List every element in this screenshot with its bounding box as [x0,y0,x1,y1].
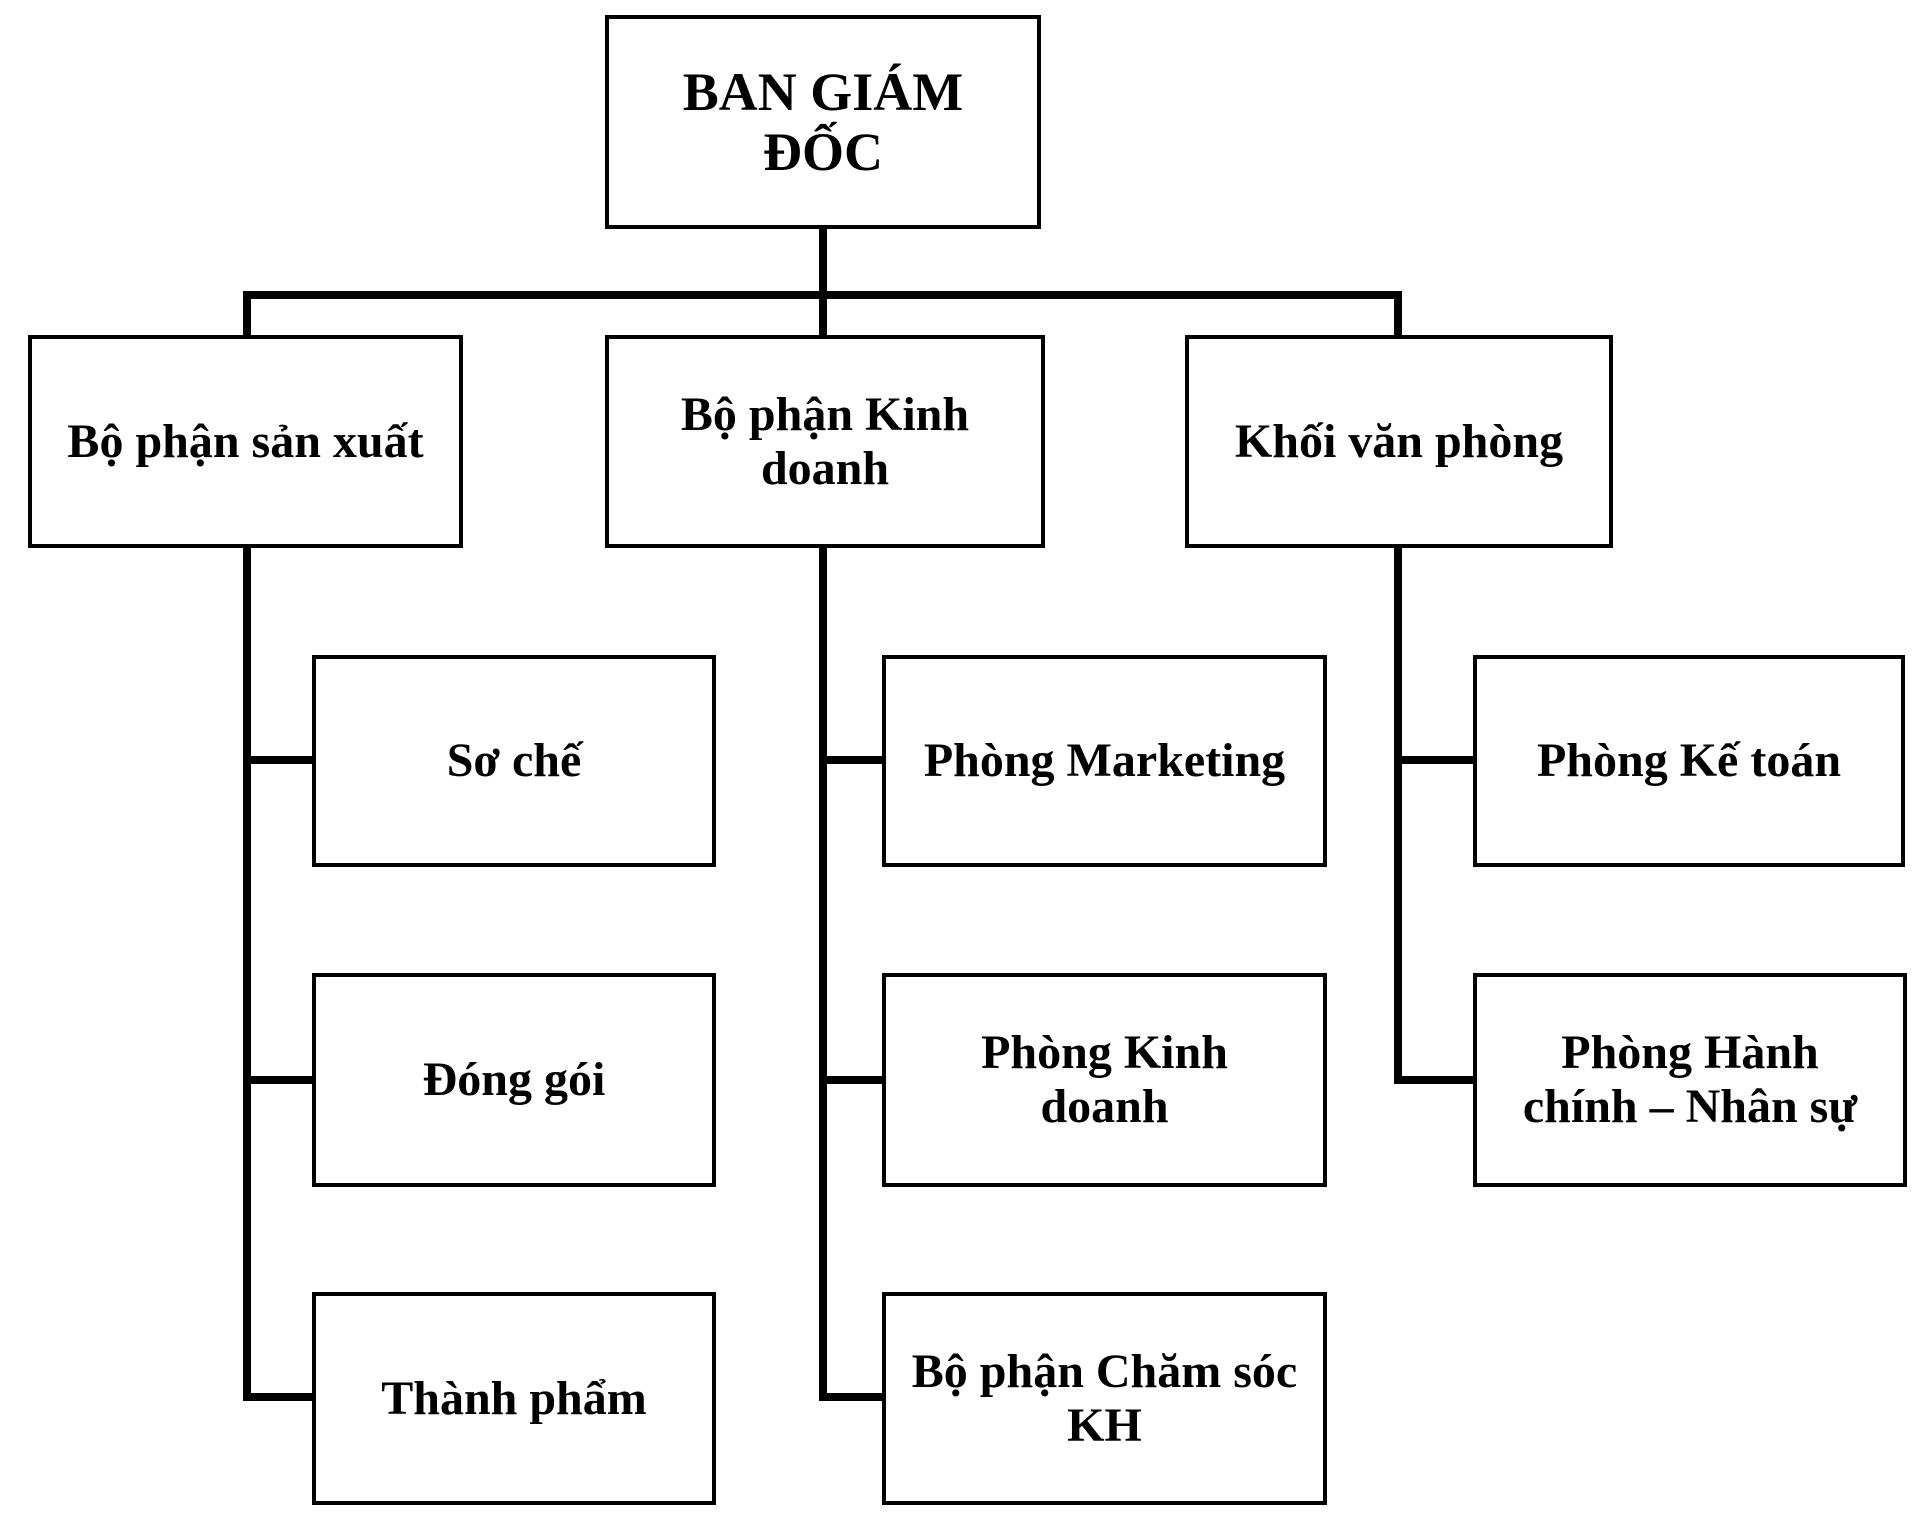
connector-horizontal-bus [243,291,1402,299]
org-node-phong-hanh-chinh-nhan-su: Phòng Hành chính – Nhân sự [1473,973,1907,1187]
org-node-label: Phòng Kinh doanh [981,1026,1228,1133]
org-node-label: Khối văn phòng [1234,414,1564,468]
org-node-khoi-van-phong: Khối văn phòng [1185,335,1613,548]
org-node-bo-phan-san-xuat: Bộ phận sản xuất [28,335,463,548]
org-node-thanh-pham: Thành phẩm [312,1292,716,1505]
org-node-label: Sơ chế [446,734,582,788]
connector-trunk-business [819,548,827,1401]
org-node-bo-phan-kinh-doanh: Bộ phận Kinh doanh [605,335,1045,548]
org-node-label: Bộ phận Kinh doanh [680,387,970,495]
org-node-label: Thành phẩm [381,1371,647,1425]
connector-elbow-ketoan [1394,756,1473,764]
connector-elbow-kinhdoanh [819,1076,882,1084]
org-node-phong-marketing: Phòng Marketing [882,655,1327,867]
org-node-dong-goi: Đóng gói [312,973,716,1187]
connector-drop-office [1394,291,1402,335]
org-node-label: Đóng gói [422,1053,606,1107]
org-node-cham-soc-kh: Bộ phận Chăm sóc KH [882,1292,1327,1505]
org-node-label: Phòng Marketing [923,734,1286,788]
connector-trunk-production [243,548,251,1401]
org-node-label: Phòng Hành chính – Nhân sự [1522,1026,1858,1133]
org-node-phong-kinh-doanh: Phòng Kinh doanh [882,973,1327,1187]
connector-elbow-hanhchinh [1394,1076,1473,1084]
org-node-label: BAN GIÁM ĐỐC [682,61,964,182]
org-node-so-che: Sơ chế [312,655,716,867]
connector-trunk-office [1394,548,1402,1084]
connector-elbow-soche [243,756,312,764]
connector-root-stub [819,229,827,335]
connector-elbow-marketing [819,756,882,764]
connector-elbow-donggoi [243,1076,312,1084]
org-node-label: Phòng Kế toán [1536,734,1842,788]
connector-elbow-thanhpham [243,1393,312,1401]
org-node-label: Bộ phận sản xuất [67,414,424,468]
org-node-ban-giam-doc: BAN GIÁM ĐỐC [605,15,1041,229]
org-node-phong-ke-toan: Phòng Kế toán [1473,655,1905,867]
connector-elbow-chamsoc [819,1393,882,1401]
connector-drop-production [243,291,251,335]
org-node-label: Bộ phận Chăm sóc KH [911,1344,1298,1452]
